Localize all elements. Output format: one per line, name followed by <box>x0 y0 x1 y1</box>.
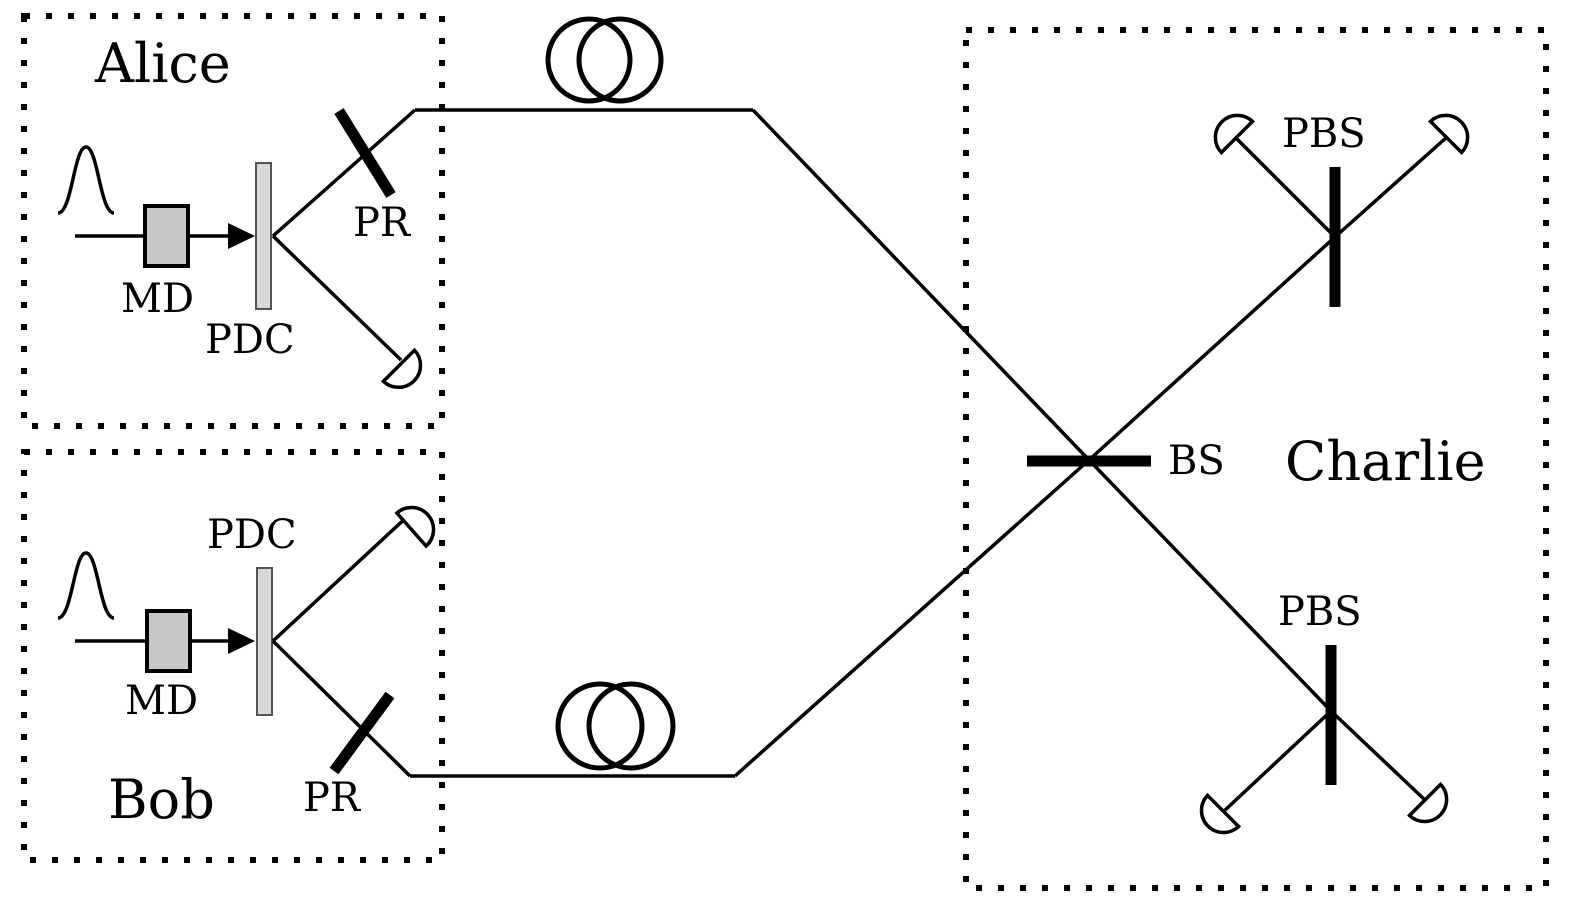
bob-arrow-head <box>228 628 255 654</box>
bob-beam-to-detector <box>271 512 412 643</box>
alice-fiber-coil-icon <box>545 16 633 104</box>
alice-input-pulse <box>57 145 115 215</box>
pbs-bottom-left-detector-icon <box>1199 792 1242 835</box>
charlie-label: Charlie <box>1285 430 1486 493</box>
bob-label: Bob <box>108 768 215 831</box>
pbs-top-to-left-detector <box>1233 135 1337 239</box>
alice-arrow-head <box>228 223 255 249</box>
alice-fiber-coil-icon-2 <box>576 16 664 104</box>
bob-fiber-coil-icon <box>555 681 645 771</box>
bob-pdc-label: PDC <box>207 512 297 558</box>
pbs-bottom-to-left-detector <box>1221 709 1333 814</box>
bob-input-pulse <box>57 551 115 620</box>
bob-herald-detector-icon <box>394 505 436 549</box>
alice-md-box <box>143 204 190 268</box>
bob-beam-to-pr <box>271 639 412 778</box>
bob-pr-plate <box>329 691 395 775</box>
pbs-top-to-right-detector <box>1333 135 1449 239</box>
alice-md-label: MD <box>121 276 194 322</box>
alice-boundary <box>21 13 445 429</box>
bob-boundary <box>21 449 445 863</box>
pbs-top-label: PBS <box>1282 111 1366 157</box>
pbs-bottom-label: PBS <box>1278 589 1362 635</box>
alice-beam-to-pr <box>271 108 417 238</box>
alice-to-bs-beam <box>751 108 1091 462</box>
pbs-top-right-detector-icon <box>1427 113 1470 156</box>
bob-fiber-coil-icon-2 <box>586 681 676 771</box>
bob-pr-label: PR <box>303 775 362 821</box>
pbs-bottom-to-right-detector <box>1329 709 1427 802</box>
bob-pdc-crystal <box>256 567 273 716</box>
alice-pdc-label: PDC <box>205 317 295 363</box>
pbs-bottom-right-detector-icon <box>1406 781 1449 824</box>
alice-pdc-crystal <box>255 162 272 310</box>
bs-to-pbs-top-beam <box>1087 235 1337 462</box>
bob-to-bs-beam <box>733 458 1091 778</box>
alice-pr-label: PR <box>353 200 412 246</box>
bs-to-pbs-bottom-beam <box>1087 458 1333 713</box>
bob-md-box <box>145 609 192 673</box>
alice-herald-detector-icon <box>380 347 423 389</box>
alice-pr-plate <box>334 108 396 198</box>
bob-md-label: MD <box>125 678 198 724</box>
bs-label: BS <box>1168 438 1225 484</box>
pbs-top-left-detector-icon <box>1213 113 1256 156</box>
alice-label: Alice <box>94 32 231 95</box>
charlie-boundary <box>963 27 1549 891</box>
alice-beam-to-detector <box>271 234 403 362</box>
